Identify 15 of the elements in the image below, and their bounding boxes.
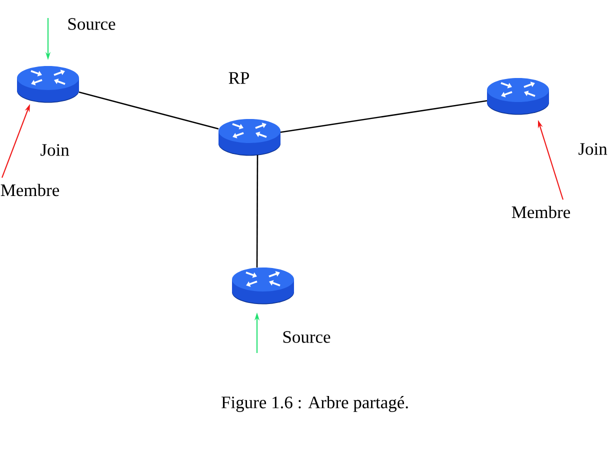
- edge-label: Join: [39, 143, 70, 157]
- node-label: Membre: [0, 184, 60, 196]
- router-icon: [218, 119, 280, 156]
- link-line: [78, 92, 219, 130]
- node-label: Membre: [512, 206, 570, 218]
- edge-label: Join: [577, 142, 608, 156]
- router-icon: [232, 268, 294, 304]
- router-label: RP: [228, 72, 249, 84]
- figure-caption: Figure 1.6 : Arbre partagé.: [221, 396, 408, 412]
- router-icon: [17, 66, 79, 103]
- router-icon: [487, 78, 549, 115]
- link-line: [256, 155, 258, 268]
- edge-label: Source: [281, 330, 332, 344]
- edge-label: Source: [66, 17, 117, 31]
- link-line: [280, 100, 488, 133]
